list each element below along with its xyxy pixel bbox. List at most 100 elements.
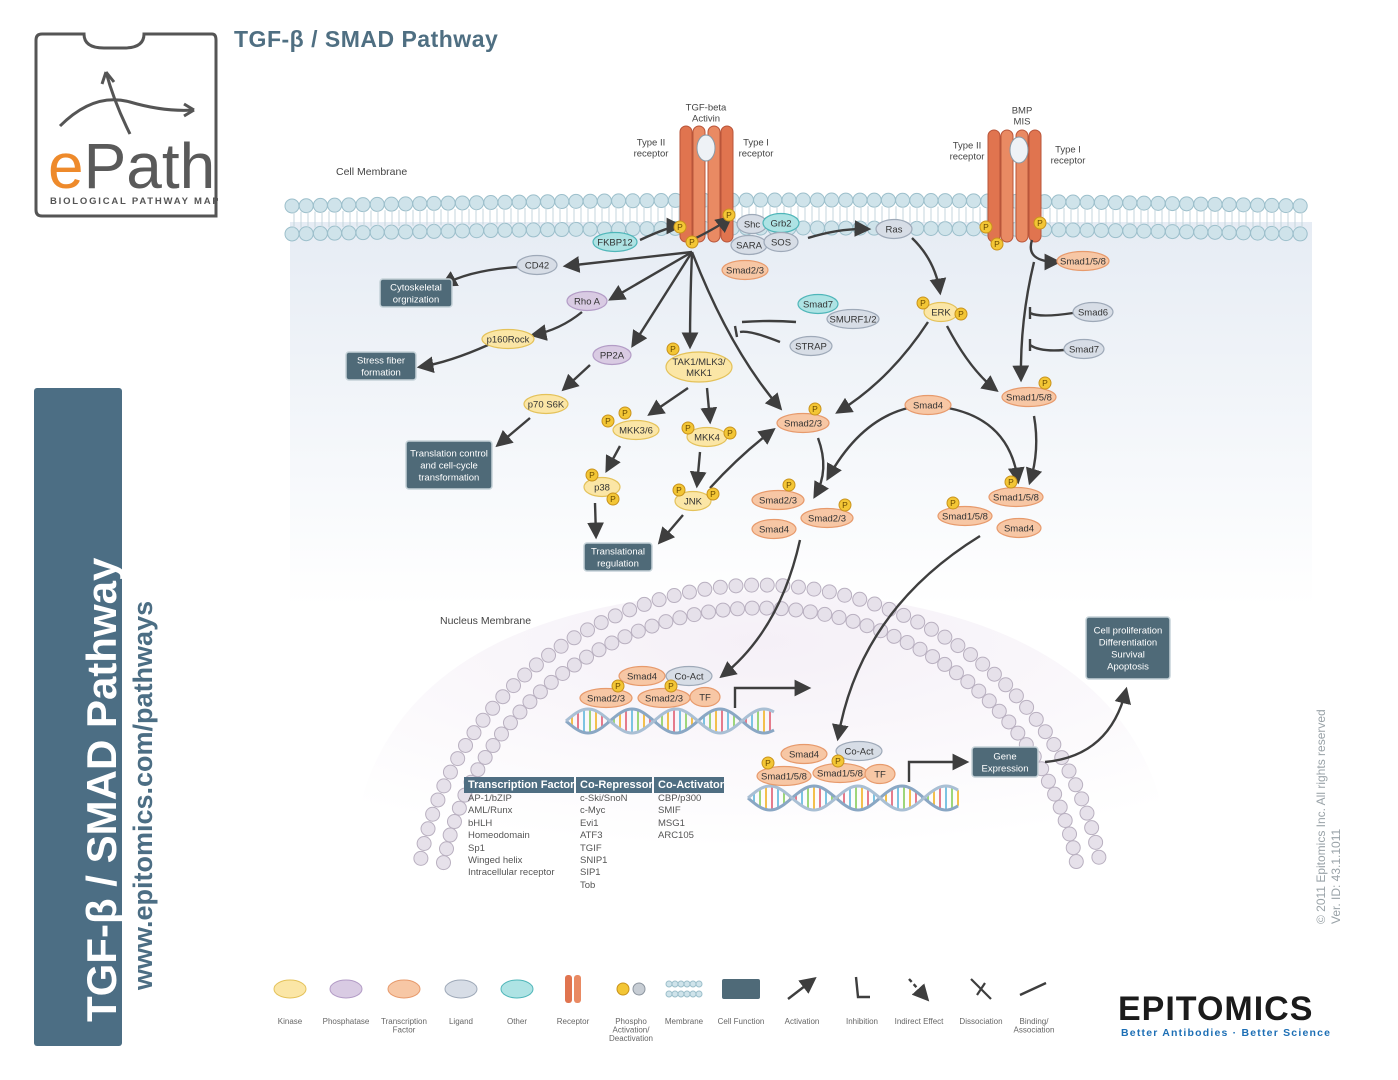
node-label: JNK	[684, 497, 703, 508]
node-label: TAK1/MLK3/MKK1	[672, 357, 726, 379]
logo-e: ePath	[48, 130, 215, 202]
node-smad6: Smad6	[1072, 301, 1114, 323]
phospho-marker: P	[782, 478, 796, 492]
svg-text:P: P	[842, 500, 848, 510]
svg-text:P: P	[812, 404, 818, 414]
phospho-marker: P	[611, 679, 625, 693]
node-n2-smad158a: Smad1/5/8	[756, 765, 812, 787]
node-label: Co-Act	[674, 672, 703, 683]
node-label: SARA	[736, 241, 763, 252]
table-item: TGIF	[580, 842, 602, 854]
node-label: Smad4	[759, 525, 789, 536]
phospho-marker: P	[838, 498, 852, 512]
side-url: www.epitomics.com/pathways	[128, 600, 158, 990]
node-smad158-c2: Smad1/5/8	[937, 505, 993, 527]
legend-item: Binding/Association	[1014, 981, 1055, 1035]
phospho-marker: P	[601, 414, 615, 428]
table-header: Co-Activator	[654, 777, 724, 793]
svg-text:P: P	[710, 489, 716, 499]
node-label: Smad1/5/8	[1060, 257, 1106, 268]
node-label: Smad7	[803, 300, 833, 311]
svg-text:P: P	[668, 681, 674, 691]
node-label: FKBP12	[597, 238, 632, 249]
node-smad158-p: Smad1/5/8	[1001, 386, 1057, 408]
phospho-marker: P	[954, 307, 968, 321]
node-smad23-sara: Smad2/3	[721, 259, 769, 281]
node-smurf12: SMURF1/2	[826, 308, 880, 330]
phospho-marker: P	[672, 483, 686, 497]
legend-label: Activation	[785, 1017, 820, 1026]
table-item: bHLH	[468, 817, 493, 829]
copyright-line: © 2011 Epitomics Inc. All rights reserve…	[1314, 709, 1328, 924]
node-label: Smad2/3	[784, 419, 822, 430]
epath-logo: ePath BIOLOGICAL PATHWAY MAPS	[34, 32, 227, 220]
svg-text:P: P	[835, 756, 841, 766]
legend-item: Inhibition	[846, 976, 878, 1026]
svg-text:P: P	[670, 344, 676, 354]
node-n2-smad4: Smad4	[780, 743, 828, 765]
table-item: Winged helix	[468, 855, 523, 867]
node-label: PP2A	[600, 351, 625, 362]
table-item: AML/Runx	[468, 805, 513, 817]
pathway-arrows	[416, 215, 1131, 782]
node-label: Smad4	[1004, 524, 1034, 535]
legend-label: Other	[507, 1017, 527, 1026]
node-label: Grb2	[770, 219, 791, 230]
table-item: SMIF	[658, 805, 681, 817]
table-header: Co-Repressor	[576, 777, 653, 793]
phospho-marker: P	[618, 406, 632, 420]
legend-label: Indirect Effect	[895, 1017, 945, 1026]
svg-text:P: P	[920, 298, 926, 308]
node-smad23-c1: Smad2/3	[751, 489, 805, 511]
node-label: Smad4	[789, 750, 819, 761]
node-label: Smad2/3	[587, 694, 625, 705]
node-label: TF	[699, 693, 711, 704]
svg-text:P: P	[615, 681, 621, 691]
node-label: STRAP	[795, 342, 827, 353]
node-label: Smad1/5/8	[993, 493, 1039, 504]
table-item: Intracellular receptor	[468, 867, 555, 879]
node-label: MKK3/6	[619, 426, 653, 437]
node-smad7-b: Smad7	[1063, 338, 1105, 360]
svg-text:P: P	[958, 309, 964, 319]
legend-item: Activation	[785, 976, 820, 1026]
table-item: ARC105	[658, 830, 694, 842]
legend-label: Dissociation	[959, 1017, 1002, 1026]
phospho-marker: P	[685, 235, 699, 249]
table-item: CBP/p300	[658, 793, 702, 804]
phospho-marker: P	[761, 756, 775, 770]
node-tak1: TAK1/MLK3/MKK1	[665, 351, 733, 383]
legend-label: Membrane	[665, 1017, 704, 1026]
node-p38: p38	[583, 476, 621, 498]
legend-item: Other	[500, 979, 534, 1026]
svg-text:P: P	[677, 222, 683, 232]
svg-text:P: P	[1037, 218, 1043, 228]
node-smad158-c1: Smad1/5/8	[988, 486, 1044, 508]
legend-label: Binding/Association	[1014, 1017, 1055, 1035]
phospho-marker: P	[723, 426, 737, 440]
node-label: Smad2/3	[645, 694, 683, 705]
node-label: ERK	[931, 308, 951, 319]
legend-label: Kinase	[278, 1017, 303, 1026]
svg-text:P: P	[685, 423, 691, 433]
node-label: SMURF1/2	[830, 315, 877, 326]
node-label: Smad2/3	[759, 496, 797, 507]
svg-text:P: P	[1008, 477, 1014, 487]
node-smad158-top: Smad1/5/8	[1056, 250, 1110, 272]
table-item: Sp1	[468, 842, 485, 854]
node-smad4-c: Smad4	[751, 518, 797, 540]
